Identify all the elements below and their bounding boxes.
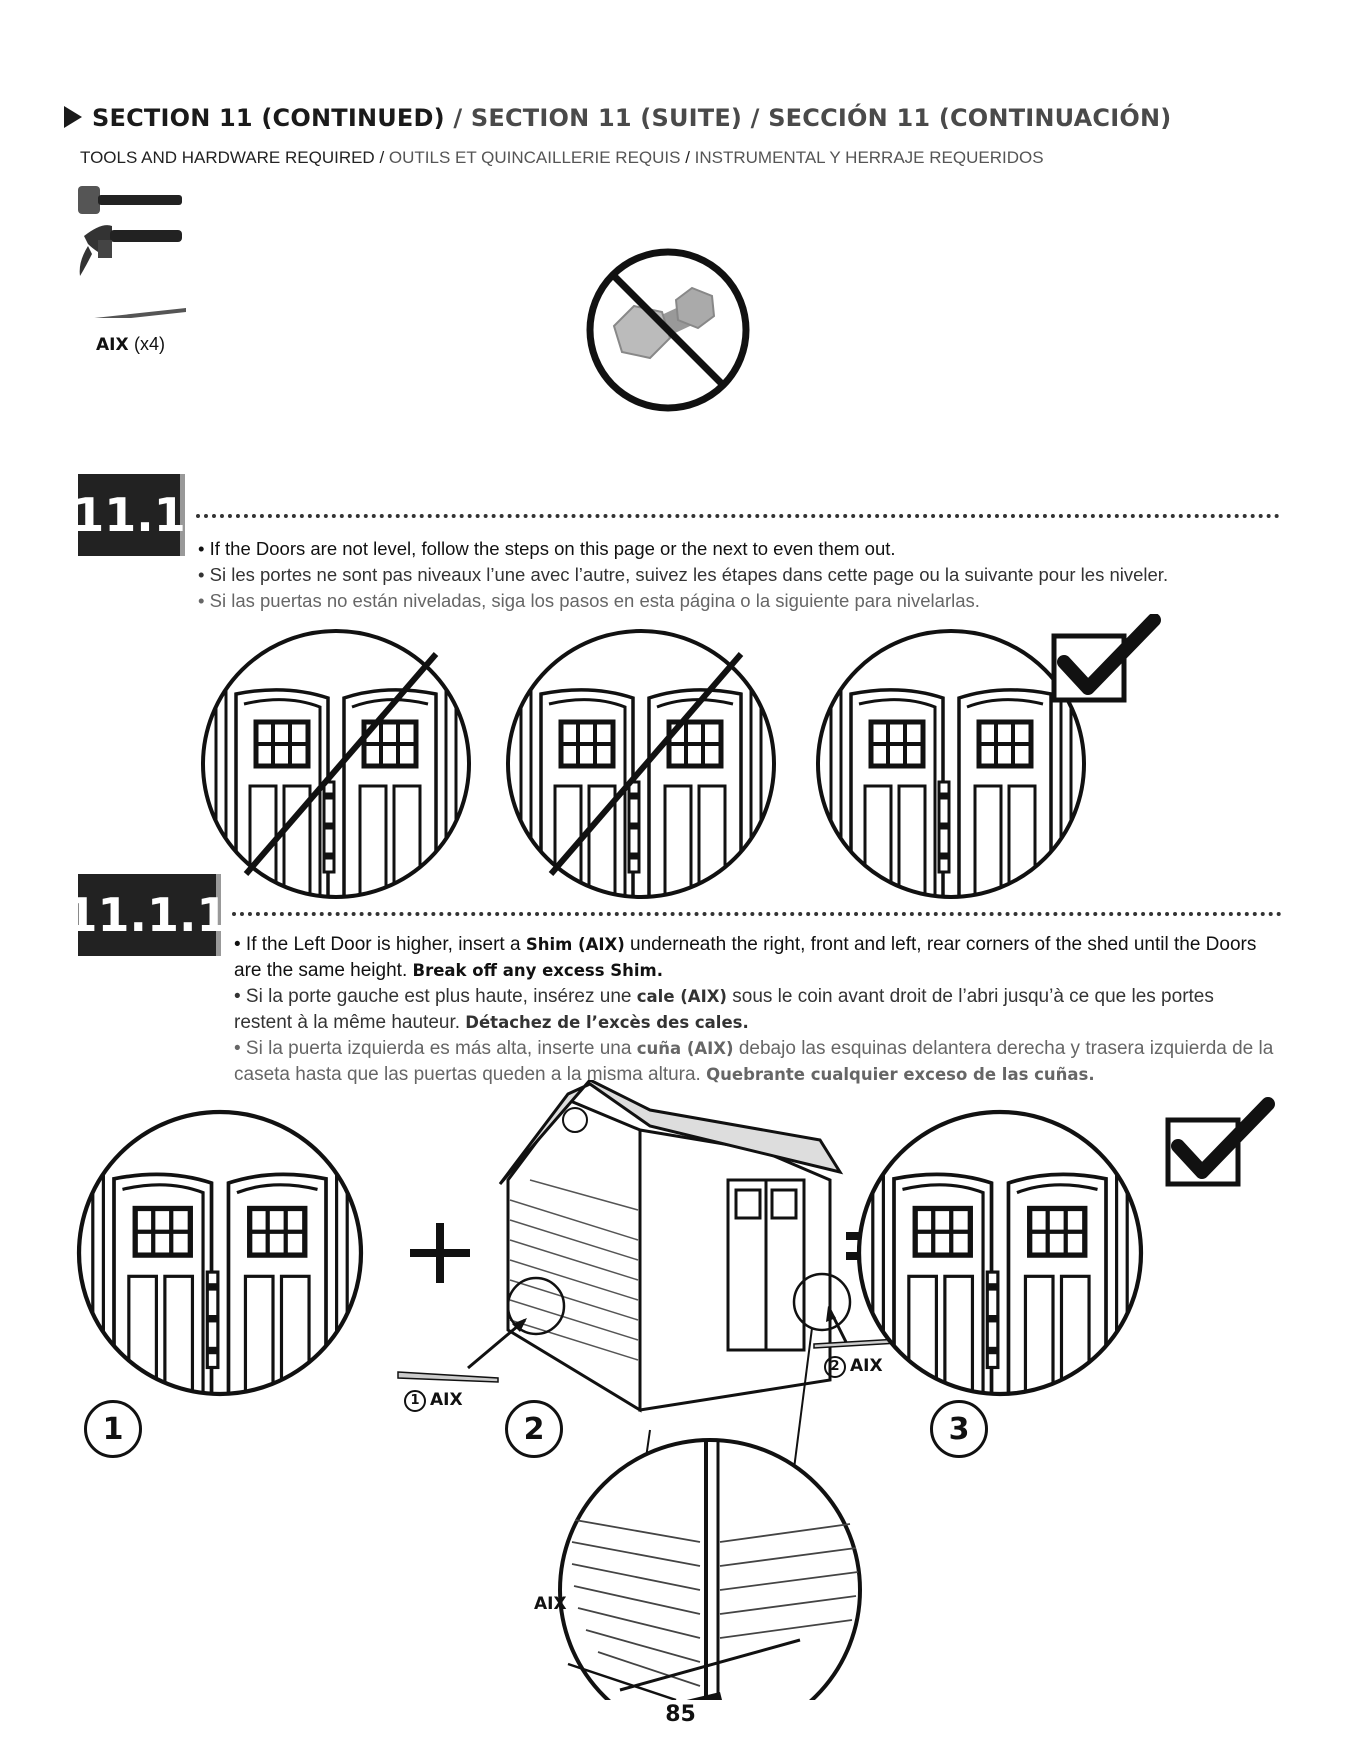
door-level-correct [811, 624, 1091, 914]
shim-insertion-diagram [0, 1080, 1361, 1700]
tool-icons [78, 186, 186, 318]
no-nut-bolt-icon [586, 248, 750, 412]
rubber-mallet-icon [78, 186, 182, 214]
part-list-item: AIX (x4) [96, 334, 165, 355]
step-number-3: 3 [930, 1400, 988, 1458]
door-level-after [852, 1105, 1149, 1415]
door-level-comparison [196, 614, 1196, 914]
step-number-2: 2 [505, 1400, 563, 1458]
shim-icon [397, 1371, 499, 1383]
play-triangle-icon [64, 106, 82, 128]
dotted-divider [196, 514, 1280, 518]
shed-illustration [498, 1080, 852, 1413]
step-badge-11-1-1: 11.1.1 [66, 874, 229, 956]
dotted-divider [232, 912, 1282, 916]
step-badge-11-1: 11.1 [72, 474, 186, 556]
checkmark-icon [1054, 620, 1154, 700]
section-title: SECTION 11 (CONTINUED) / SECTION 11 (SUI… [64, 104, 1171, 132]
step-11-1-instructions: • If the Doors are not level, follow the… [198, 538, 1169, 611]
step-11-1-1-instructions: • If the Left Door is higher, insert a S… [234, 934, 1274, 1085]
section-title-fr: SECTION 11 (SUITE) [470, 104, 743, 132]
door-uneven-right-high [501, 624, 781, 914]
door-uneven-left-high [196, 624, 476, 914]
shim-icon [686, 1692, 722, 1700]
claw-hammer-icon [79, 225, 182, 276]
door-uneven-before [72, 1105, 369, 1415]
step-number-1: 1 [84, 1400, 142, 1458]
plus-icon [410, 1223, 470, 1283]
zoom-detail-corner [558, 1438, 862, 1700]
section-title-es: SECCIÓN 11 (CONTINUACIÓN) [768, 104, 1172, 132]
section-title-en: SECTION 11 (CONTINUED) [92, 104, 445, 132]
page-number: 85 [665, 1702, 696, 1727]
shim-icon [94, 308, 186, 318]
tools-required-heading: TOOLS AND HARDWARE REQUIRED / OUTILS ET … [80, 148, 1044, 167]
aix-callout-zoom: AIX [534, 1594, 567, 1614]
checkmark-icon [1168, 1104, 1268, 1184]
